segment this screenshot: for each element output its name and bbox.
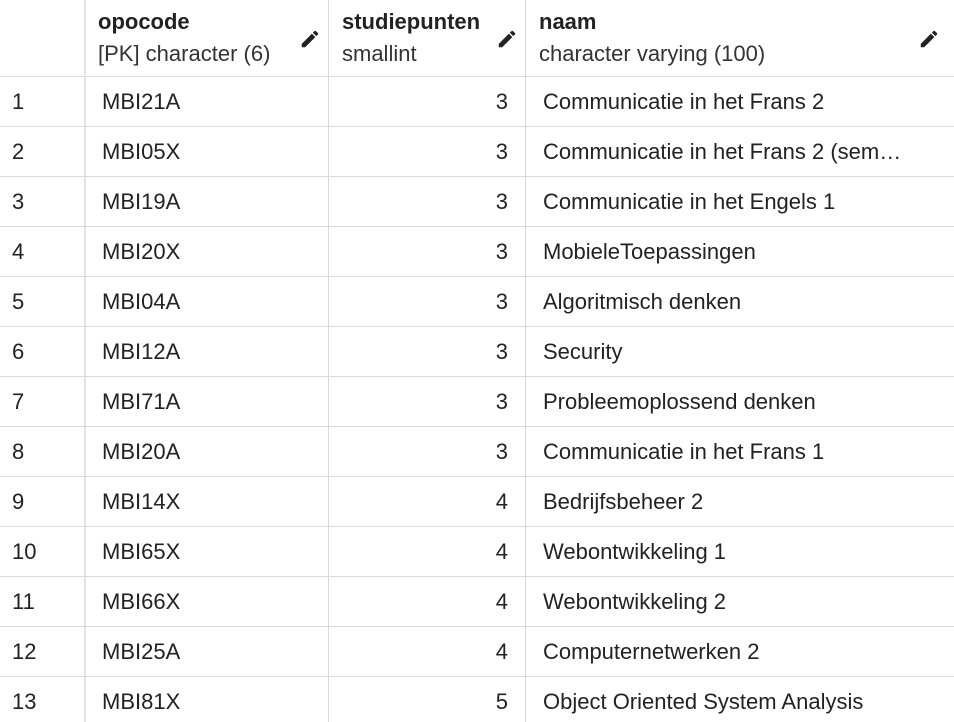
table-row[interactable]: 2 MBI05X 3 Communicatie in het Frans 2 (…: [0, 127, 954, 177]
row-number[interactable]: 7: [0, 377, 86, 426]
cell-studiepunten[interactable]: 4: [329, 627, 526, 676]
cell-naam[interactable]: Object Oriented System Analysis: [543, 689, 864, 714]
table-row[interactable]: 8 MBI20A 3 Communicatie in het Frans 1: [0, 427, 954, 477]
cell-studiepunten[interactable]: 5: [329, 677, 526, 722]
cell-opocode[interactable]: MBI81X: [86, 677, 329, 722]
table-row[interactable]: 4 MBI20X 3 MobieleToepassingen: [0, 227, 954, 277]
cell-opocode[interactable]: MBI14X: [86, 477, 329, 526]
table-row[interactable]: 1 MBI21A 3 Communicatie in het Frans 2: [0, 77, 954, 127]
cell-studiepunten[interactable]: 3: [329, 377, 526, 426]
row-number[interactable]: 8: [0, 427, 86, 476]
table-row[interactable]: 12 MBI25A 4 Computernetwerken 2: [0, 627, 954, 677]
cell-opocode[interactable]: MBI19A: [86, 177, 329, 226]
table-row[interactable]: 6 MBI12A 3 Security: [0, 327, 954, 377]
cell-studiepunten[interactable]: 4: [329, 577, 526, 626]
cell-studiepunten[interactable]: 3: [329, 427, 526, 476]
cell-naam[interactable]: Communicatie in het Frans 1: [543, 439, 825, 464]
cell-studiepunten[interactable]: 3: [329, 227, 526, 276]
table-row[interactable]: 5 MBI04A 3 Algoritmisch denken: [0, 277, 954, 327]
table-row[interactable]: 3 MBI19A 3 Communicatie in het Engels 1: [0, 177, 954, 227]
column-type: [PK] character (6): [98, 41, 271, 66]
cell-studiepunten[interactable]: 4: [329, 527, 526, 576]
row-number[interactable]: 2: [0, 127, 86, 176]
row-number[interactable]: 1: [0, 77, 86, 126]
cell-naam[interactable]: Bedrijfsbeheer 2: [543, 489, 704, 514]
row-number[interactable]: 10: [0, 527, 86, 576]
cell-naam[interactable]: Algoritmisch denken: [543, 289, 742, 314]
cell-opocode[interactable]: MBI12A: [86, 327, 329, 376]
row-number[interactable]: 12: [0, 627, 86, 676]
pencil-icon[interactable]: [918, 28, 940, 50]
cell-studiepunten[interactable]: 3: [329, 77, 526, 126]
cell-naam[interactable]: Communicatie in het Frans 2 (sem…: [543, 139, 902, 164]
cell-naam[interactable]: Security: [543, 339, 623, 364]
pencil-icon[interactable]: [299, 28, 321, 50]
cell-opocode[interactable]: MBI66X: [86, 577, 329, 626]
cell-naam[interactable]: Probleemoplossend denken: [543, 389, 816, 414]
cell-opocode[interactable]: MBI04A: [86, 277, 329, 326]
table-row[interactable]: 7 MBI71A 3 Probleemoplossend denken: [0, 377, 954, 427]
pencil-icon[interactable]: [496, 28, 518, 50]
cell-naam[interactable]: Computernetwerken 2: [543, 639, 760, 664]
grid-body: 1 MBI21A 3 Communicatie in het Frans 2 2…: [0, 77, 954, 722]
cell-opocode[interactable]: MBI65X: [86, 527, 329, 576]
row-number[interactable]: 5: [0, 277, 86, 326]
cell-naam[interactable]: Communicatie in het Engels 1: [543, 189, 836, 214]
row-number-header[interactable]: [0, 0, 86, 77]
cell-naam[interactable]: Webontwikkeling 1: [543, 539, 727, 564]
cell-studiepunten[interactable]: 3: [329, 127, 526, 176]
column-type: smallint: [342, 41, 417, 66]
cell-opocode[interactable]: MBI71A: [86, 377, 329, 426]
cell-studiepunten[interactable]: 3: [329, 177, 526, 226]
row-number[interactable]: 13: [0, 677, 86, 722]
column-header-naam[interactable]: naam character varying (100): [526, 0, 954, 77]
column-header-opocode[interactable]: opocode [PK] character (6): [86, 0, 329, 77]
column-name: naam: [539, 9, 597, 34]
cell-naam[interactable]: MobieleToepassingen: [543, 239, 756, 264]
cell-studiepunten[interactable]: 3: [329, 327, 526, 376]
cell-opocode[interactable]: MBI20A: [86, 427, 329, 476]
row-number[interactable]: 11: [0, 577, 86, 626]
table-row[interactable]: 11 MBI66X 4 Webontwikkeling 2: [0, 577, 954, 627]
table-row[interactable]: 9 MBI14X 4 Bedrijfsbeheer 2: [0, 477, 954, 527]
table-row[interactable]: 13 MBI81X 5 Object Oriented System Analy…: [0, 677, 954, 722]
cell-opocode[interactable]: MBI20X: [86, 227, 329, 276]
grid-header: opocode [PK] character (6) studiepunten …: [0, 0, 954, 77]
row-number[interactable]: 9: [0, 477, 86, 526]
cell-opocode[interactable]: MBI05X: [86, 127, 329, 176]
column-name: studiepunten: [342, 9, 481, 34]
row-number[interactable]: 3: [0, 177, 86, 226]
cell-naam[interactable]: Communicatie in het Frans 2: [543, 89, 825, 114]
column-name: opocode: [98, 9, 190, 34]
column-type: character varying (100): [539, 41, 766, 66]
column-header-studiepunten[interactable]: studiepunten smallint: [329, 0, 526, 77]
cell-studiepunten[interactable]: 3: [329, 277, 526, 326]
table-row[interactable]: 10 MBI65X 4 Webontwikkeling 1: [0, 527, 954, 577]
cell-opocode[interactable]: MBI21A: [86, 77, 329, 126]
row-number[interactable]: 4: [0, 227, 86, 276]
row-number[interactable]: 6: [0, 327, 86, 376]
cell-naam[interactable]: Webontwikkeling 2: [543, 589, 727, 614]
cell-studiepunten[interactable]: 4: [329, 477, 526, 526]
cell-opocode[interactable]: MBI25A: [86, 627, 329, 676]
